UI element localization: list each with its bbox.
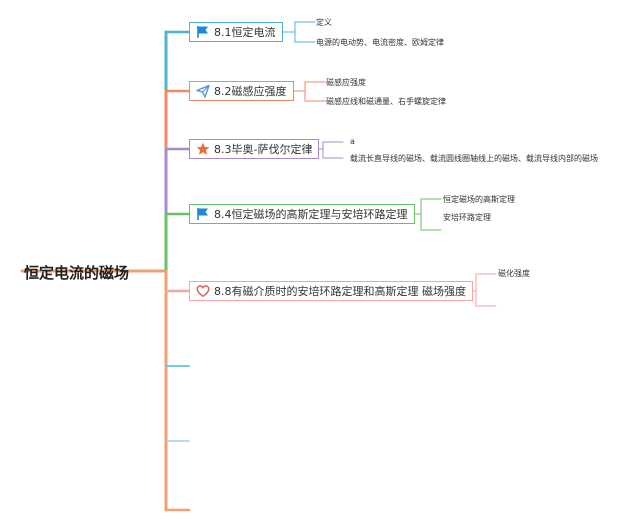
topic-label: 8.1恒定电流 (214, 26, 276, 39)
subtopic-8-4-2[interactable]: 安培环路定理 (443, 213, 491, 222)
topic-label: 8.3毕奥-萨伐尔定律 (214, 143, 313, 156)
topic-8-4[interactable]: 8.4恒定磁场的高斯定理与安培环路定理 (189, 204, 415, 224)
topic-label: 8.8有磁介质时的安培环路定理和高斯定理 磁场强度 (214, 285, 466, 298)
star-icon (196, 142, 210, 156)
topic-8-1[interactable]: 8.1恒定电流 (189, 22, 283, 42)
subtopic-8-1-1[interactable]: 定义 (316, 18, 332, 27)
subtopic-8-3-2[interactable]: 载流长直导线的磁场、载流圆线圈轴线上的磁场、载流导线内部的磁场 (350, 154, 598, 163)
subtopic-8-4-1[interactable]: 恒定磁场的高斯定理 (443, 195, 515, 204)
subtopic-8-1-2[interactable]: 电源的电动势、电流密度、欧姆定律 (316, 38, 444, 47)
topic-8-8[interactable]: 8.8有磁介质时的安培环路定理和高斯定理 磁场强度 (189, 281, 473, 301)
subtopic-8-2-1[interactable]: 磁感应强度 (326, 78, 366, 87)
heart-icon (196, 284, 210, 298)
root-topic[interactable]: 恒定电流的磁场 (24, 264, 130, 282)
topic-8-3[interactable]: 8.3毕奥-萨伐尔定律 (189, 139, 320, 159)
flag-icon (196, 25, 210, 39)
topic-label: 8.4恒定磁场的高斯定理与安培环路定理 (214, 208, 408, 221)
subtopic-8-3-1[interactable]: a (350, 137, 355, 146)
send-icon (196, 84, 210, 98)
topic-8-2[interactable]: 8.2磁感应强度 (189, 81, 294, 101)
flag-icon (196, 207, 210, 221)
subtopic-8-8-1[interactable]: 磁化强度 (498, 269, 530, 278)
subtopic-8-2-2[interactable]: 磁感应线和磁通量、右手螺旋定律 (326, 97, 446, 106)
topic-label: 8.2磁感应强度 (214, 85, 287, 98)
